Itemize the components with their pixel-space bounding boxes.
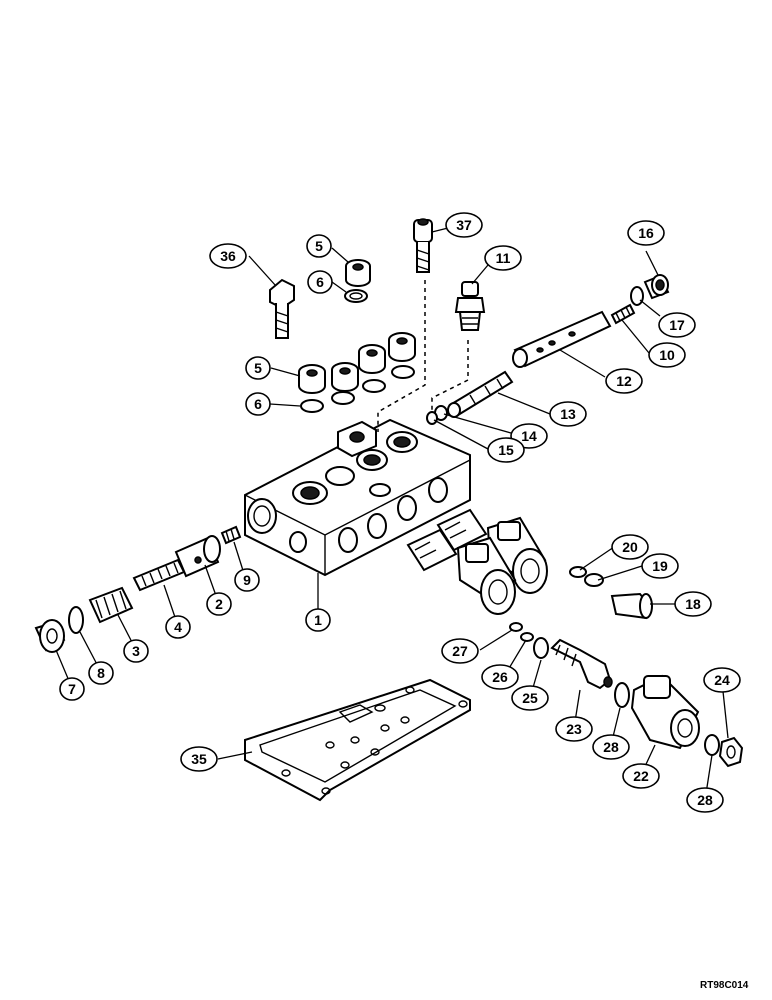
callout-23-label: 23 bbox=[566, 721, 582, 737]
callout-16: 16 bbox=[627, 220, 665, 246]
callout-7-label: 7 bbox=[68, 681, 76, 697]
callout-19: 19 bbox=[641, 553, 679, 579]
callout-22-label: 22 bbox=[633, 768, 649, 784]
callout-19-label: 19 bbox=[652, 558, 668, 574]
callout-12: 12 bbox=[605, 368, 643, 394]
callout-28-lower: 28 bbox=[686, 787, 724, 813]
callout-24-label: 24 bbox=[714, 672, 730, 688]
callout-5-lower-label: 5 bbox=[254, 360, 262, 376]
callout-3: 3 bbox=[123, 639, 149, 663]
callout-9-label: 9 bbox=[243, 572, 251, 588]
callout-1-label: 1 bbox=[314, 612, 322, 628]
callout-17: 17 bbox=[658, 312, 696, 338]
valve-body bbox=[244, 418, 471, 577]
callout-3-label: 3 bbox=[132, 643, 140, 659]
callout-12-label: 12 bbox=[616, 373, 632, 389]
callout-28-upper: 28 bbox=[592, 734, 630, 760]
callout-5-upper-label: 5 bbox=[315, 238, 323, 254]
callout-13-label: 13 bbox=[560, 406, 576, 422]
spool-o-rings bbox=[426, 405, 448, 425]
callout-8: 8 bbox=[88, 661, 114, 685]
callout-6-upper: 6 bbox=[307, 270, 333, 294]
callout-18-label: 18 bbox=[685, 596, 701, 612]
spool-assembly bbox=[447, 274, 670, 418]
callout-9: 9 bbox=[234, 568, 260, 592]
callout-24: 24 bbox=[703, 667, 741, 693]
callout-10-label: 10 bbox=[659, 347, 675, 363]
callout-10: 10 bbox=[648, 342, 686, 368]
callout-17-label: 17 bbox=[669, 317, 685, 333]
callout-13: 13 bbox=[549, 401, 587, 427]
bolt-assembly-line bbox=[377, 280, 426, 432]
callout-16-label: 16 bbox=[638, 225, 654, 241]
relief-valve-stack bbox=[34, 525, 242, 653]
pressure-switch bbox=[454, 281, 486, 331]
callout-6-upper-label: 6 bbox=[316, 274, 324, 290]
callout-28-upper-label: 28 bbox=[603, 739, 619, 755]
switch-assembly-line bbox=[431, 340, 469, 415]
callout-28-lower-label: 28 bbox=[697, 792, 713, 808]
callout-5-lower: 5 bbox=[245, 356, 271, 380]
callout-5-upper: 5 bbox=[306, 234, 332, 258]
callout-15: 15 bbox=[487, 437, 525, 463]
callout-6-lower-label: 6 bbox=[254, 396, 262, 412]
callout-14-label: 14 bbox=[521, 428, 537, 444]
callout-36-label: 36 bbox=[220, 248, 236, 264]
callout-20: 20 bbox=[611, 534, 649, 560]
solenoid-coil bbox=[630, 674, 744, 768]
callout-27-label: 27 bbox=[452, 643, 468, 659]
callout-35: 35 bbox=[180, 746, 218, 772]
callout-11: 11 bbox=[484, 245, 522, 271]
callout-25: 25 bbox=[511, 685, 549, 711]
callout-2: 2 bbox=[206, 592, 232, 616]
upper-plug-and-washer bbox=[344, 259, 371, 303]
figure-code: RT98C014 bbox=[700, 980, 749, 991]
callout-11-label: 11 bbox=[496, 250, 511, 266]
side-plug-and-rings bbox=[569, 566, 653, 620]
callout-18: 18 bbox=[674, 591, 712, 617]
callout-36: 36 bbox=[209, 243, 247, 269]
callout-37: 37 bbox=[445, 212, 483, 238]
callout-22: 22 bbox=[622, 763, 660, 789]
callout-4-label: 4 bbox=[174, 619, 182, 635]
solenoid-valve-pair bbox=[406, 508, 548, 615]
callout-7: 7 bbox=[59, 677, 85, 701]
callout-8-label: 8 bbox=[97, 665, 105, 681]
callout-26-label: 26 bbox=[492, 669, 508, 685]
callout-15-label: 15 bbox=[498, 442, 514, 458]
plug-row bbox=[298, 332, 416, 413]
callout-37-label: 37 bbox=[456, 217, 472, 233]
gasket bbox=[244, 678, 471, 802]
cartridge-valve bbox=[509, 622, 630, 708]
callout-25-label: 25 bbox=[522, 690, 538, 706]
callout-26: 26 bbox=[481, 664, 519, 690]
callout-1: 1 bbox=[305, 608, 331, 632]
callout-35-label: 35 bbox=[191, 751, 207, 767]
callout-27: 27 bbox=[441, 638, 479, 664]
callout-6-lower: 6 bbox=[245, 392, 271, 416]
callout-2-label: 2 bbox=[215, 596, 223, 612]
callout-4: 4 bbox=[165, 615, 191, 639]
callout-23: 23 bbox=[555, 716, 593, 742]
cap-screw bbox=[413, 218, 433, 273]
hex-bolt bbox=[269, 278, 295, 339]
callout-20-label: 20 bbox=[622, 539, 638, 555]
